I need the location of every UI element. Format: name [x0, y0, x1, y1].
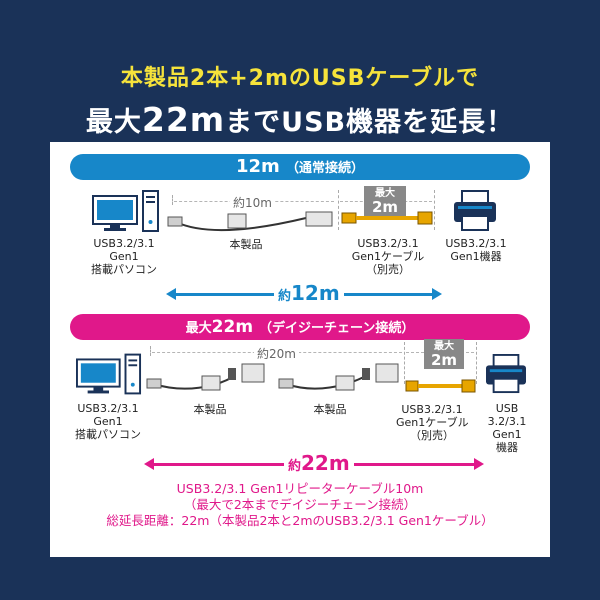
headline-line1: 本製品2本+2mのUSBケーブルで — [120, 66, 480, 91]
section2-total-distance: 約22m — [284, 451, 354, 475]
section2-pc-label: USB3.2/3.1 Gen1 搭載パソコン — [75, 402, 141, 441]
headline-value: 22m — [141, 100, 226, 139]
caption-line2: （最大で2本までデイジーチェーン接続） — [183, 497, 417, 512]
repeater-cable-icon — [146, 363, 399, 391]
section2-marker-end — [476, 342, 477, 384]
repeater-cable-icon — [167, 211, 333, 232]
section1-marker-start — [172, 195, 173, 205]
section1-arrowheads — [166, 288, 442, 300]
section2-marker-mid — [404, 342, 405, 384]
section2-title-pre: 最大 — [185, 321, 212, 336]
section2-product-span: 約20m — [254, 345, 299, 362]
section1-marker-end — [434, 190, 435, 230]
section1-total-distance: 約12m — [274, 281, 344, 305]
section2-marker-start — [150, 346, 151, 356]
desktop-pc-icon — [92, 190, 159, 232]
section1-marker-mid — [338, 190, 339, 230]
section2-device-label: USB 3.2/3.1 Gen1 機器 — [487, 402, 527, 454]
section2-max-tag: 最大 2m — [424, 339, 464, 369]
headline: 本製品2本+2mのUSBケーブルで 最大22mまでUSB機器を延長！ — [0, 60, 600, 139]
section2-cable-label: USB3.2/3.1 Gen1ケーブル （別売） — [396, 403, 469, 442]
section2-title: 22m — [211, 317, 254, 337]
section1-device-label: USB3.2/3.1 Gen1機器 — [445, 237, 507, 263]
headline-post: までUSB機器を延長！ — [225, 107, 515, 138]
section1-product-span: 約10m — [230, 194, 275, 211]
caption-line3: 総延長距離：22m（本製品2本と2mのUSB3.2/3.1 Gen1ケーブル） — [106, 513, 494, 528]
desktop-pc-icon — [76, 353, 142, 395]
section1-max-tag: 最大 2m — [364, 186, 406, 216]
section1-pc-label: USB3.2/3.1 Gen1 搭載パソコン — [91, 237, 157, 276]
usb-cable-icon — [405, 379, 476, 393]
section1-banner: 12m （通常接続） — [70, 154, 530, 180]
section2-banner: 最大22m （デイジーチェーン接続） — [70, 314, 530, 340]
caption: USB3.2/3.1 Gen1リピーターケーブル10m （最大で2本までデイジー… — [50, 481, 550, 529]
section1-cable-label: USB3.2/3.1 Gen1ケーブル （別売） — [351, 237, 425, 276]
headline-line2: 最大22mまでUSB機器を延長！ — [0, 100, 600, 139]
headline-pre: 最大 — [85, 107, 142, 138]
section2-product-label-1: 本製品 — [193, 403, 227, 416]
section2-subtitle: （デイジーチェーン接続） — [258, 321, 415, 336]
printer-icon — [454, 190, 496, 231]
section1-product-label: 本製品 — [229, 238, 263, 251]
printer-icon — [486, 354, 526, 394]
caption-line1: USB3.2/3.1 Gen1リピーターケーブル10m — [176, 481, 424, 496]
section1-subtitle: （通常接続） — [286, 161, 365, 176]
section1-title: 12m — [235, 156, 280, 177]
section2-product-label-2: 本製品 — [313, 403, 347, 416]
usb-cable-icon — [341, 211, 433, 225]
section2-arrowheads — [144, 458, 484, 470]
